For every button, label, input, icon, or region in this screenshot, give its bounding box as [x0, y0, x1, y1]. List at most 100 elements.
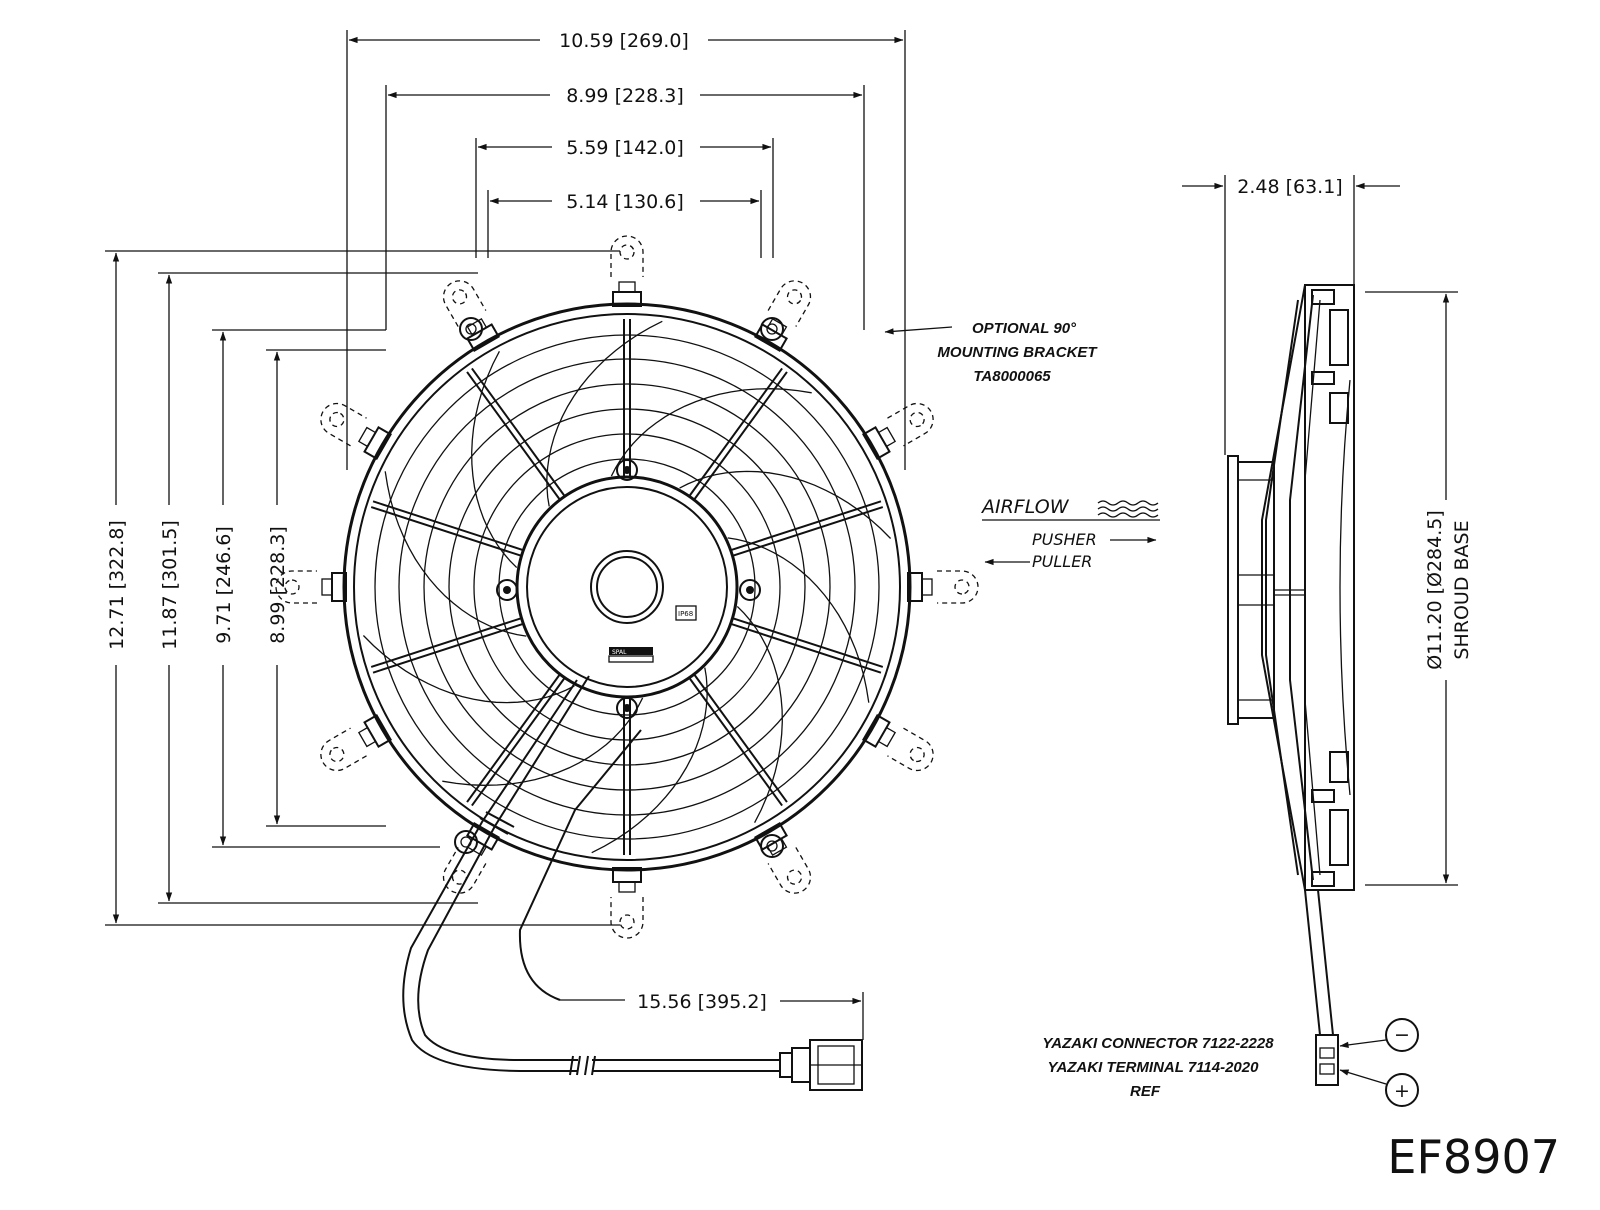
optional-bracket: [442, 280, 487, 327]
dim-height-4: 8.99 [228.3]: [267, 526, 289, 644]
dim-height-3: 9.71 [246.6]: [213, 526, 235, 644]
guard-spoke: [693, 371, 788, 501]
guard-spoke: [372, 500, 524, 552]
tab-clip: [618, 281, 636, 293]
airflow-title: AIRFLOW: [980, 496, 1070, 518]
bracket-note-line-1: OPTIONAL 90°: [972, 320, 1077, 337]
mounting-tabs: [275, 235, 979, 939]
tab-clip: [766, 317, 788, 337]
motor-back-cover: [1227, 455, 1239, 725]
connector-note: YAZAKI CONNECTOR 7122-2228 YAZAKI TERMIN…: [1042, 1035, 1274, 1100]
bracket-hole: [284, 579, 300, 595]
fan-blade: [591, 667, 708, 854]
shroud-mount-hole: [760, 834, 784, 858]
dim-shroud-diameter: Ø11.20 [Ø284.5]: [1424, 510, 1446, 670]
guard-spoke: [466, 673, 561, 803]
guard-spoke: [688, 367, 783, 497]
optional-bracket: [275, 570, 317, 604]
side-connector: [1315, 1034, 1339, 1086]
mounting-tab: [861, 402, 934, 460]
shroud-inner-ring: [353, 313, 901, 861]
tab-clip: [618, 881, 636, 893]
guard-spoke: [732, 506, 884, 557]
model-number: EF8907: [1387, 1130, 1560, 1184]
airflow-legend: AIRFLOW PUSHER PULLER: [980, 496, 1160, 571]
bracket-note: OPTIONAL 90° MOUNTING BRACKET TA8000065: [884, 320, 1098, 385]
bracket-hole: [786, 289, 803, 305]
bracket-hole: [451, 869, 468, 885]
airflow-pusher: PUSHER: [1032, 530, 1097, 549]
wire-lead: [417, 675, 590, 1061]
dim-width-4: 5.14 [130.6]: [566, 191, 684, 213]
mounting-tab: [907, 570, 979, 604]
fan-blade: [727, 537, 870, 703]
fan-blade: [384, 471, 527, 637]
mounting-tab: [275, 570, 347, 604]
motor-shaft: [590, 550, 664, 624]
tab-clip: [321, 578, 333, 596]
shroud-outer-ring: [342, 302, 912, 872]
connector-note-line-1: YAZAKI CONNECTOR 7122-2228: [1042, 1035, 1274, 1052]
dim-height-2: 11.87 [301.5]: [159, 520, 181, 650]
bracket-hole: [786, 869, 803, 885]
optional-bracket: [610, 897, 644, 939]
fan-blade: [471, 351, 518, 569]
mounting-tab: [320, 714, 393, 772]
shroud-mount-hole: [459, 317, 483, 341]
fan-blade: [546, 320, 663, 507]
tab-clip: [877, 426, 897, 448]
fan-blades: [362, 320, 892, 854]
mounting-tab: [442, 280, 500, 353]
dim-width-2: 8.99 [228.3]: [566, 85, 684, 107]
side-wire: [1304, 889, 1334, 1036]
bracket-note-line-2: MOUNTING BRACKET: [937, 344, 1098, 361]
fan-blade: [610, 388, 812, 477]
airflow-waves-icon: [1097, 500, 1159, 518]
mounting-tab: [610, 867, 644, 939]
ip-label: IP68: [678, 610, 693, 618]
bracket-hole: [619, 914, 635, 930]
dim-shroud-label: SHROUD BASE: [1451, 520, 1473, 659]
shroud-clips: [1311, 289, 1349, 887]
connector-note-line-3: REF: [1130, 1083, 1161, 1100]
optional-bracket: [767, 847, 812, 894]
bracket-hole: [451, 289, 468, 305]
bracket-hole: [619, 244, 635, 260]
fan-front-view: IP68 SPAL: [275, 235, 979, 1091]
optional-bracket: [442, 847, 487, 894]
optional-bracket: [320, 402, 367, 447]
mounting-tab: [861, 714, 934, 772]
negative-terminal-icon: [1385, 1018, 1419, 1052]
bracket-hole: [954, 579, 970, 595]
positive-symbol: +: [1394, 1080, 1410, 1102]
brand-label: SPAL: [612, 649, 627, 656]
guard-spoke: [372, 622, 524, 674]
bracket-hole: [329, 746, 345, 763]
tab-clip: [877, 726, 897, 748]
motor-hub: [515, 475, 739, 699]
shroud-mount-hole: [454, 830, 478, 854]
mounting-tab: [610, 235, 644, 307]
tab-clip: [357, 726, 377, 748]
shroud-mount-hole-inner: [766, 840, 778, 852]
brand-label-box: [609, 647, 653, 655]
fan-blade: [442, 697, 644, 786]
negative-symbol: −: [1394, 1024, 1410, 1046]
hub-bolts: [496, 459, 761, 719]
optional-bracket: [610, 235, 644, 277]
connector-note-line-2: YAZAKI TERMINAL 7114-2020: [1048, 1059, 1260, 1076]
bracket-hole: [909, 411, 925, 428]
guard-spoke: [730, 622, 882, 674]
optional-bracket: [887, 402, 934, 447]
wire-centerline: [518, 729, 642, 1001]
guard-spoke: [466, 371, 561, 501]
fan-side-view: 2.48 [63.1]: [1182, 175, 1473, 1107]
bracket-hole: [329, 411, 345, 428]
connector-plug: [779, 1039, 863, 1091]
guard-spoke: [732, 617, 884, 668]
lead-length-dimension: 15.56 [395.2]: [560, 991, 864, 1040]
tab-clip: [466, 317, 488, 337]
positive-terminal-icon: [1385, 1073, 1419, 1107]
